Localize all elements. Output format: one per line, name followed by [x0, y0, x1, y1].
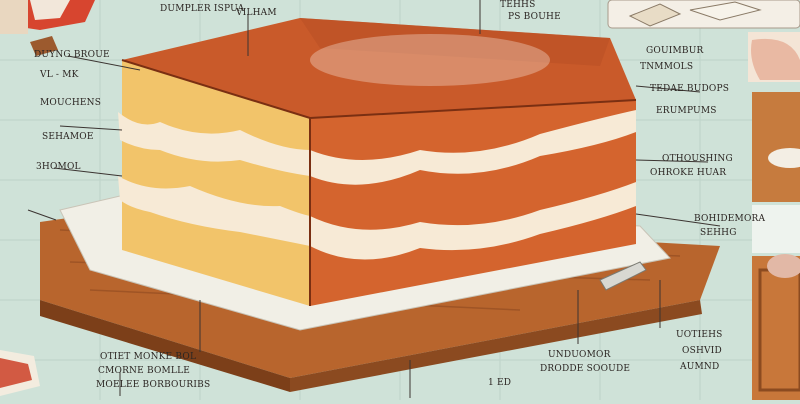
- annotation-left-4: SEHAMOE: [42, 132, 94, 142]
- annotation-bottom-left-1: OTIET MONKE BOL: [100, 352, 197, 362]
- annotation-top-right-a: TEHHS: [500, 0, 536, 10]
- annotation-left-5: 3HOMOL: [36, 162, 81, 172]
- annotation-right-8: SEHHG: [700, 228, 737, 238]
- napkin-icon: [0, 0, 95, 56]
- annotation-right-1: GOUIMBUR: [646, 46, 704, 56]
- annotation-bottom-right-1: UOTIEHS: [676, 330, 723, 340]
- annotation-bottom-left-3: MOELEE BORBOURIBS: [96, 380, 211, 390]
- layered-cake: [118, 18, 637, 306]
- annotation-top-left: DUMPLER ISPUA: [160, 4, 245, 14]
- spatula-icon: [0, 350, 40, 396]
- annotation-bottom-right-3: AUMND: [680, 362, 720, 372]
- annotation-bottom-center-3: 1 ED: [488, 378, 512, 388]
- annotation-left-2: VL - µK: [40, 70, 79, 80]
- annotation-left-3: MOUCHENS: [40, 98, 102, 108]
- annotation-right-2: TNMMOLS: [640, 62, 694, 72]
- annotation-right-3: TEDAE BUDOPS: [650, 84, 730, 94]
- knife-icon: [599, 261, 647, 291]
- annotation-right-4: ERUMPUMS: [656, 106, 717, 116]
- annotation-right-6: OHROKE HUAR: [650, 168, 727, 178]
- annotation-bottom-left-2: CMORNE BOMLLE: [98, 366, 191, 376]
- annotation-left-1: DUYNG BROUE: [34, 50, 110, 60]
- annotation-right-7: BOHIDEMORA: [694, 214, 766, 224]
- annotation-bottom-right-2: OSHVID: [682, 346, 722, 356]
- wooden-board-icon: [752, 92, 800, 400]
- annotation-top-right-b: PS BOUHE: [508, 12, 561, 22]
- annotation-bottom-center-1: UNDUOMOR: [548, 350, 611, 360]
- cake-slice-icon: [607, 0, 800, 82]
- annotation-bottom-center-2: DRODDE SOOUDE: [540, 364, 631, 374]
- annotation-top-center: VILHAM: [236, 8, 277, 18]
- annotation-leaders: [27, 0, 721, 398]
- annotation-right-5: OTHOUSHING: [662, 154, 733, 164]
